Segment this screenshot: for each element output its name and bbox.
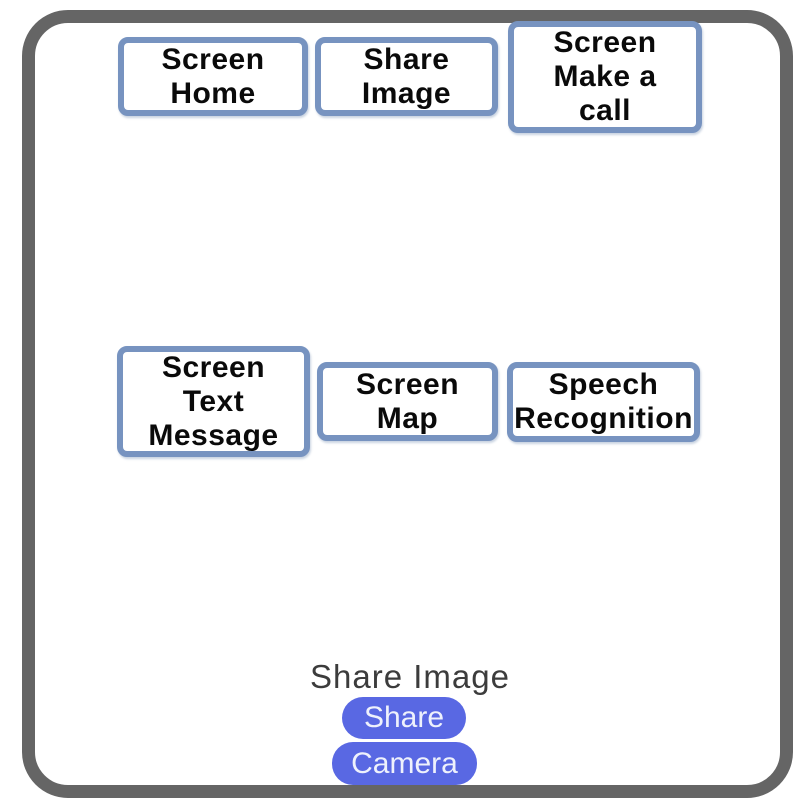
screen-button-share-image-label: Share Image — [361, 42, 452, 110]
camera-button[interactable]: Camera — [332, 742, 477, 785]
screen-button-share-image[interactable]: Share Image — [315, 37, 498, 116]
screen-button-home[interactable]: Screen Home — [118, 37, 308, 116]
share-button[interactable]: Share — [342, 697, 466, 739]
screen-button-speech-recognition-label: Speech Recognition — [514, 368, 693, 435]
screen-button-map-label: Screen Map — [355, 367, 460, 435]
share-image-caption: Share Image — [310, 658, 510, 695]
phone-frame — [22, 10, 793, 798]
screen-button-make-a-call[interactable]: Screen Make a call — [508, 21, 702, 133]
screen-button-make-a-call-label: Screen Make a call — [553, 26, 657, 127]
screen-button-map[interactable]: Screen Map — [317, 362, 498, 441]
screen-button-text-message-label: Screen Text Message — [148, 350, 279, 452]
screen-button-text-message[interactable]: Screen Text Message — [117, 346, 310, 457]
screen-button-speech-recognition[interactable]: Speech Recognition — [507, 362, 700, 442]
screen-button-home-label: Screen Home — [161, 42, 265, 110]
